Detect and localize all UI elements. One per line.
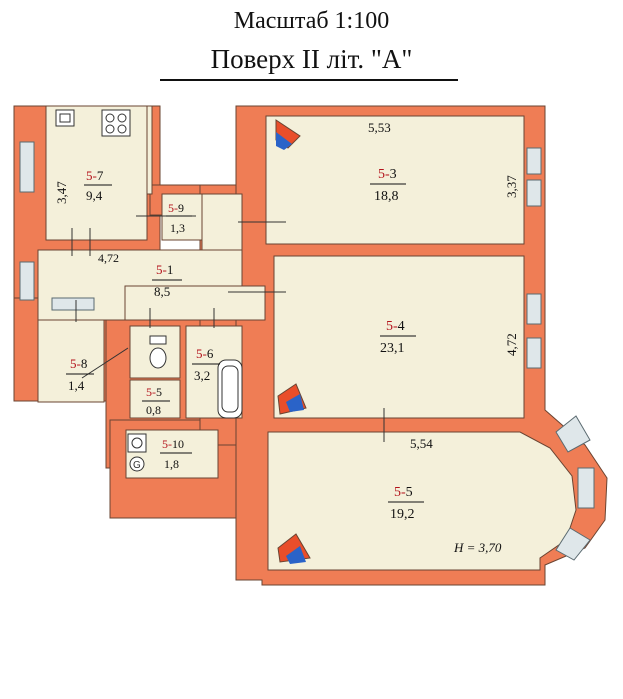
floor-kitchen-ext — [146, 105, 153, 195]
svg-text:G: G — [133, 460, 141, 471]
room-labels: 5-7 9,4 5-9 1,3 5-3 18,8 5-1 8,5 5-4 — [66, 167, 424, 522]
floor-layer — [37, 105, 577, 571]
window-w2 — [19, 261, 35, 301]
floor-title: Поверх II літ. "А" — [210, 44, 413, 74]
room-number: 3 — [390, 167, 397, 182]
window-e1 — [526, 147, 542, 175]
floor-room-5-5-large — [267, 431, 577, 571]
room-area: 18,8 — [374, 189, 399, 204]
room-number: 5 — [156, 385, 162, 399]
room-number: 6 — [207, 346, 214, 361]
dim-5-1-width: 4,72 — [98, 251, 119, 265]
floor-title-underline — [160, 79, 458, 81]
room-5-8: 5-8 1,4 — [66, 356, 94, 393]
stove-riser-marker-2 — [277, 383, 307, 415]
room-area: 0,8 — [146, 403, 161, 417]
room-5-10: 5-10 1,8 — [160, 437, 192, 471]
washbasin-icon — [127, 433, 147, 453]
window-layer — [19, 141, 595, 561]
svg-text:5-4: 5-4 — [386, 319, 405, 334]
room-5-9: 5-9 1,3 — [166, 201, 192, 235]
svg-text:5-9: 5-9 — [168, 201, 184, 215]
floor-corridor — [201, 193, 243, 255]
floor-room-5-5-small — [129, 379, 181, 419]
room-5-3: 5-3 18,8 — [370, 167, 406, 204]
dim-5-3-depth: 3,37 — [504, 175, 519, 198]
room-5-1: 5-1 8,5 — [152, 262, 182, 299]
room-number: 10 — [172, 437, 184, 451]
svg-text:5-3: 5-3 — [378, 167, 397, 182]
room-area: 19,2 — [390, 507, 415, 522]
svg-text:5-6: 5-6 — [196, 346, 214, 361]
floor-room-5-9 — [161, 193, 203, 241]
room-number: 9 — [178, 201, 184, 215]
stove-riser-marker-1 — [275, 119, 301, 150]
door-5-8-diag — [81, 347, 129, 379]
room-prefix: 5- — [162, 437, 172, 451]
room-5-7: 5-7 9,4 — [84, 168, 112, 203]
room-area: 9,4 — [86, 188, 103, 203]
room-prefix: 5- — [196, 346, 207, 361]
room-number: 4 — [398, 319, 405, 334]
room-5-4: 5-4 23,1 — [380, 319, 416, 356]
dim-5-4-depth: 4,72 — [504, 333, 519, 356]
gas-boiler-icon — [129, 456, 145, 472]
dimension-labels: 5,53 3,37 3,47 4,72 4,72 5,54 H = 3,70 — [54, 120, 519, 555]
svg-text:5-5: 5-5 — [146, 385, 162, 399]
room-number: 8 — [81, 356, 88, 371]
room-prefix: 5- — [86, 168, 97, 183]
room-prefix: 5- — [394, 485, 406, 500]
svg-text:5-1: 5-1 — [156, 262, 173, 277]
room-area: 1,3 — [170, 221, 185, 235]
room-5-6: 5-6 3,2 — [192, 346, 220, 383]
svg-text:5-10: 5-10 — [162, 437, 184, 451]
floor-room-5-8 — [37, 319, 105, 403]
stove-icon — [101, 109, 131, 137]
door-marker-layer — [275, 119, 311, 564]
fixtures-layer: G — [55, 109, 243, 472]
room-area: 23,1 — [380, 341, 405, 356]
svg-text:5-8: 5-8 — [70, 356, 87, 371]
room-area: 3,2 — [194, 368, 210, 383]
window-bay-2 — [577, 467, 595, 509]
room-prefix: 5- — [386, 319, 398, 334]
svg-text:5-7: 5-7 — [86, 168, 104, 183]
window-e2 — [526, 179, 542, 207]
window-e3 — [526, 293, 542, 325]
door-layer — [71, 215, 385, 442]
room-number: 7 — [97, 168, 104, 183]
bathtub-icon — [217, 359, 243, 419]
room-prefix: 5- — [168, 201, 178, 215]
room-prefix: 5- — [70, 356, 81, 371]
room-area: 8,5 — [154, 284, 170, 299]
ceiling-height: H = 3,70 — [453, 540, 502, 555]
window-e4 — [526, 337, 542, 369]
dim-5-3-width: 5,53 — [368, 120, 391, 135]
room-5-5: 5-5 19,2 — [388, 485, 424, 522]
dim-5-7-depth: 3,47 — [54, 181, 69, 204]
room-prefix: 5- — [146, 385, 156, 399]
window-bay-3 — [555, 527, 591, 561]
room-area: 1,8 — [164, 457, 179, 471]
room-prefix: 5- — [156, 262, 167, 277]
window-w3 — [51, 297, 95, 311]
floor-room-5-4 — [273, 255, 525, 419]
room-number: 1 — [167, 262, 174, 277]
window-bay-1 — [555, 415, 591, 453]
toilet-icon — [149, 335, 167, 369]
scale-title: Масштаб 1:100 — [233, 8, 390, 34]
floor-room-5-3 — [265, 115, 525, 245]
room-prefix: 5- — [378, 167, 390, 182]
room-5-5-small: 5-5 0,8 — [142, 385, 170, 417]
floor-hall-ext — [124, 285, 266, 321]
stove-riser-marker-3 — [277, 533, 311, 564]
dim-5-5-width: 5,54 — [410, 436, 433, 451]
room-area: 1,4 — [68, 378, 85, 393]
window-w1 — [19, 141, 35, 193]
svg-text:5-5: 5-5 — [394, 485, 413, 500]
room-number: 5 — [406, 485, 413, 500]
